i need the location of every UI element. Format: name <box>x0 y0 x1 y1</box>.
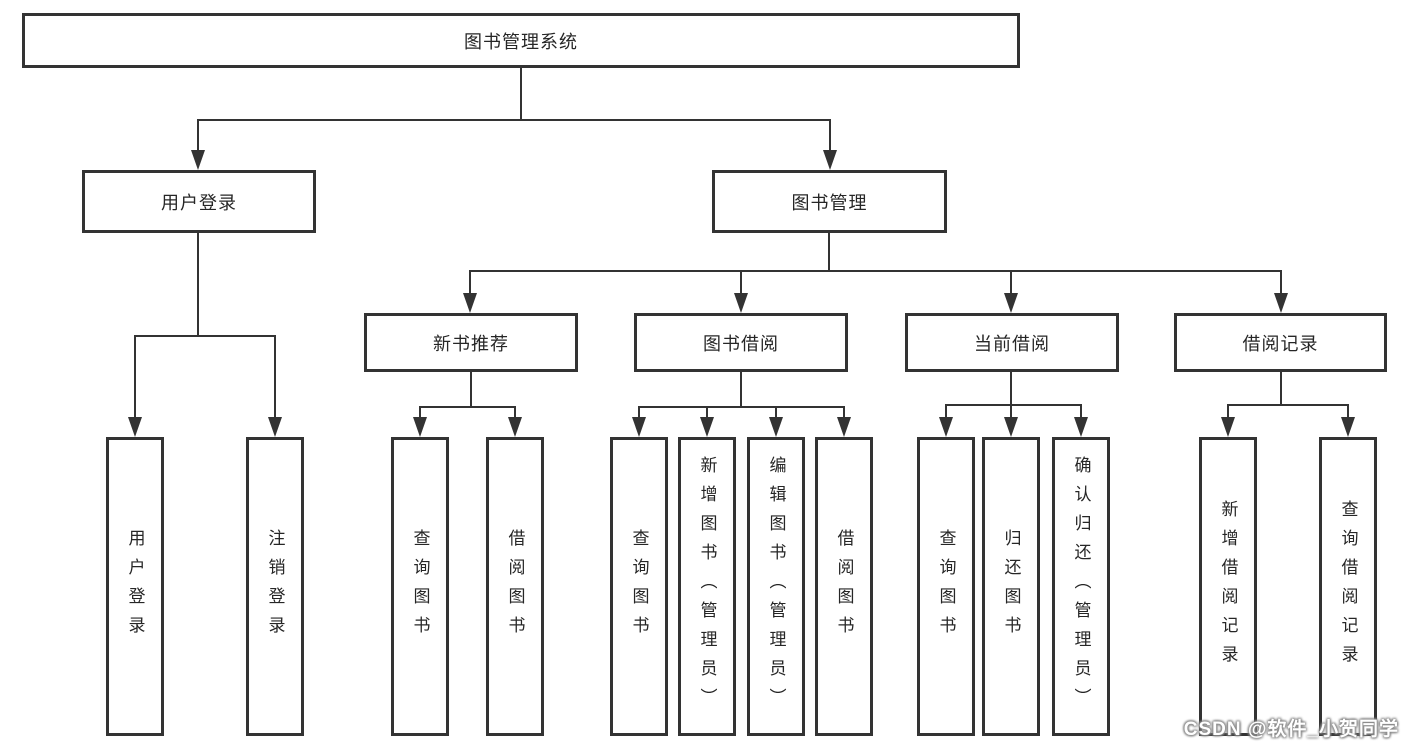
node-leaf-user-login: 用户登录 <box>106 437 164 736</box>
node-label: 查询图书 <box>410 528 430 645</box>
arrowhead-icon <box>632 417 646 437</box>
node-label: 归还图书 <box>1001 528 1021 645</box>
node-leaf-borrow-books: 借阅图书 <box>815 437 873 736</box>
node-leaf-logout: 注销登录 <box>246 437 304 736</box>
node-label: 图书管理系统 <box>464 31 578 52</box>
node-new-book-recommend: 新书推荐 <box>364 313 578 372</box>
node-leaf-return-books: 归还图书 <box>982 437 1040 736</box>
node-library-system: 图书管理系统 <box>22 13 1020 68</box>
arrowhead-icon <box>191 150 205 170</box>
node-label: 编辑图书（管理员） <box>766 456 786 717</box>
node-leaf-edit-books-admin: 编辑图书（管理员） <box>747 437 805 736</box>
node-user-login: 用户登录 <box>82 170 316 233</box>
node-label: 查询图书 <box>629 528 649 645</box>
node-book-borrow: 图书借阅 <box>634 313 848 372</box>
node-borrow-records: 借阅记录 <box>1174 313 1387 372</box>
node-label: 新书推荐 <box>433 333 509 354</box>
arrowhead-icon <box>1341 417 1355 437</box>
node-label: 当前借阅 <box>974 333 1050 354</box>
node-leaf-borrow-books-recommend: 借阅图书 <box>486 437 544 736</box>
node-label: 查询图书 <box>936 528 956 645</box>
node-label: 图书管理 <box>791 192 868 213</box>
node-label: 确认归还（管理员） <box>1071 456 1091 717</box>
arrowhead-icon <box>463 293 477 313</box>
arrowhead-icon <box>1074 417 1088 437</box>
node-leaf-query-borrow-record: 查询借阅记录 <box>1319 437 1377 736</box>
arrowhead-icon <box>823 150 837 170</box>
node-label: 借阅图书 <box>834 528 854 645</box>
node-label: 用户登录 <box>161 192 237 213</box>
arrowhead-icon <box>1004 293 1018 313</box>
node-book-management: 图书管理 <box>712 170 947 233</box>
watermark: CSDN @软件_小贺同学 <box>1183 719 1399 740</box>
arrowhead-icon <box>837 417 851 437</box>
node-label: 用户登录 <box>125 528 145 645</box>
arrowhead-icon <box>939 417 953 437</box>
node-label: 新增借阅记录 <box>1218 499 1238 674</box>
node-label: 借阅图书 <box>505 528 525 645</box>
arrowhead-icon <box>1004 417 1018 437</box>
arrowhead-icon <box>508 417 522 437</box>
node-leaf-confirm-return-admin: 确认归还（管理员） <box>1052 437 1110 736</box>
node-label: 注销登录 <box>265 528 285 645</box>
node-label: 查询借阅记录 <box>1338 499 1358 674</box>
node-leaf-query-books-current: 查询图书 <box>917 437 975 736</box>
node-label: 图书借阅 <box>703 333 779 354</box>
arrowhead-icon <box>268 417 282 437</box>
arrowhead-icon <box>1274 293 1288 313</box>
arrowhead-icon <box>769 417 783 437</box>
arrowhead-icon <box>1221 417 1235 437</box>
node-current-borrow: 当前借阅 <box>905 313 1119 372</box>
node-leaf-add-borrow-record: 新增借阅记录 <box>1199 437 1257 736</box>
node-leaf-add-books-admin: 新增图书（管理员） <box>678 437 736 736</box>
node-label: 借阅记录 <box>1242 333 1319 354</box>
arrowhead-icon <box>413 417 427 437</box>
arrowhead-icon <box>128 417 142 437</box>
arrowhead-icon <box>700 417 714 437</box>
arrowhead-icon <box>734 293 748 313</box>
node-label: 新增图书（管理员） <box>697 456 717 717</box>
node-leaf-query-books-recommend: 查询图书 <box>391 437 449 736</box>
node-leaf-query-books-borrow: 查询图书 <box>610 437 668 736</box>
